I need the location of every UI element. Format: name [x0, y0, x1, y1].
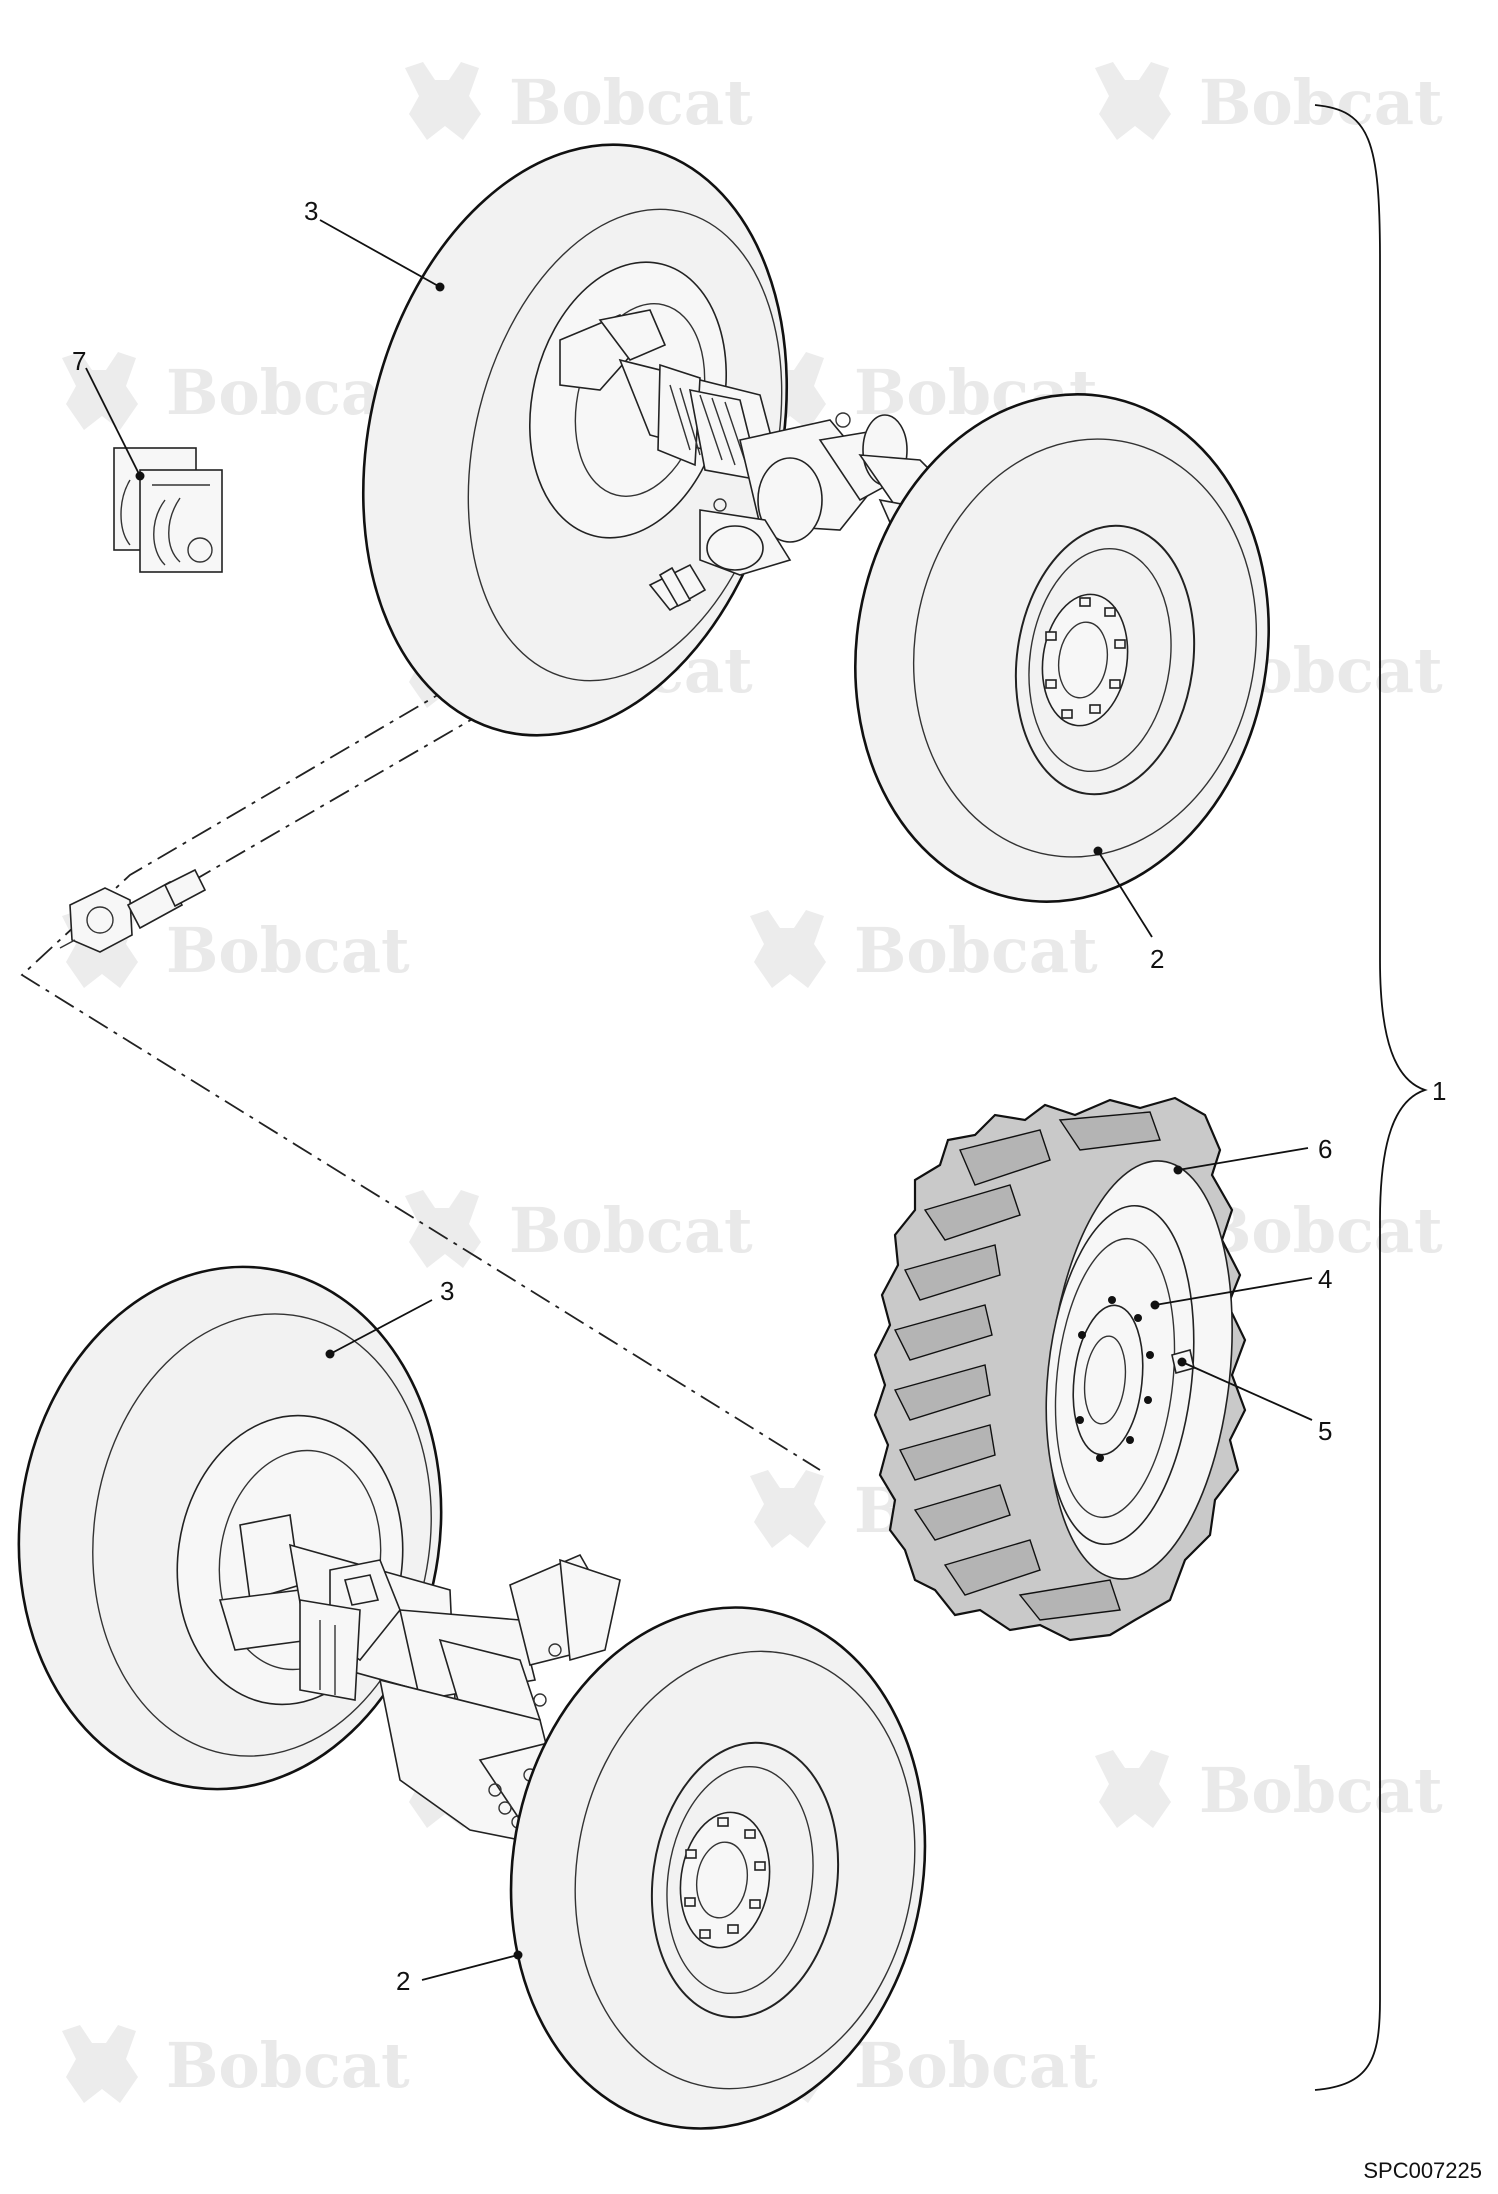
- top-driveshaft-yoke: [648, 563, 707, 612]
- bottom-axle: [218, 1514, 621, 1841]
- watermark: Bobcat: [750, 2025, 1098, 2103]
- wheel-icon: [650, 1741, 840, 2019]
- bobcat-logo-icon: [750, 1470, 826, 1548]
- callout-2-bottom: 2: [396, 1966, 410, 1996]
- top-right-wheel: [854, 393, 1270, 903]
- leader-lines: [85, 219, 1313, 1981]
- callout-6: 6: [1318, 1134, 1332, 1164]
- watermark: Bobcat: [62, 2025, 410, 2103]
- callout-4: 4: [1318, 1264, 1332, 1294]
- drawing-code: SPC007225: [1363, 2158, 1482, 2183]
- callout-1: 1: [1432, 1076, 1446, 1106]
- wheel-nuts: [1076, 1296, 1154, 1462]
- wheel-bolts: [684, 1817, 766, 1939]
- bobcat-logo-icon: [405, 62, 481, 140]
- watermark: Bobcat: [1095, 1750, 1443, 1828]
- tread-lugs: [893, 1111, 1161, 1621]
- watermark: Bobcat: [1095, 62, 1443, 140]
- svg-text:Bobcat: Bobcat: [509, 1194, 753, 1267]
- svg-text:Bobcat: Bobcat: [166, 914, 410, 987]
- callout-2-top: 2: [1150, 944, 1164, 974]
- watermark: Bobcat: [62, 352, 410, 430]
- svg-text:Bobcat: Bobcat: [854, 914, 1098, 987]
- bobcat-logo-icon: [750, 910, 826, 988]
- svg-text:Bobcat: Bobcat: [509, 66, 753, 139]
- callout-labels: 3 7 2 1 6 4 5 3 2: [72, 196, 1446, 1996]
- callout-7: 7: [72, 346, 86, 376]
- callout-5: 5: [1318, 1416, 1332, 1446]
- watermark: Bobcat: [750, 910, 1098, 988]
- watermark: Bobcat: [62, 910, 410, 988]
- watermark: Bobcat: [405, 62, 753, 140]
- bobcat-logo-icon: [1095, 1750, 1171, 1828]
- wheel-bolts: [1045, 597, 1126, 719]
- svg-text:Bobcat: Bobcat: [1199, 1754, 1443, 1827]
- watermark: Bobcat: [405, 1190, 753, 1268]
- bobcat-logo-icon: [1095, 62, 1171, 140]
- bobcat-logo-icon: [405, 1190, 481, 1268]
- svg-text:Bobcat: Bobcat: [166, 2029, 410, 2102]
- svg-text:Bobcat: Bobcat: [1199, 1194, 1443, 1267]
- svg-text:Bobcat: Bobcat: [854, 2029, 1098, 2102]
- callout-3-bottom: 3: [440, 1276, 454, 1306]
- watermark: Bobcat: [1095, 1190, 1443, 1268]
- bobcat-logo-icon: [62, 2025, 138, 2103]
- callout-3-top: 3: [304, 196, 318, 226]
- decal-icon: [113, 447, 223, 573]
- assembly-brace: [1314, 104, 1428, 2091]
- bottom-right-wheel: [509, 1606, 927, 2130]
- driveshaft-icon: [59, 868, 207, 953]
- wheel-icon: [1014, 524, 1196, 796]
- svg-text:Bobcat: Bobcat: [1199, 66, 1443, 139]
- ag-tire: [873, 1096, 1247, 1642]
